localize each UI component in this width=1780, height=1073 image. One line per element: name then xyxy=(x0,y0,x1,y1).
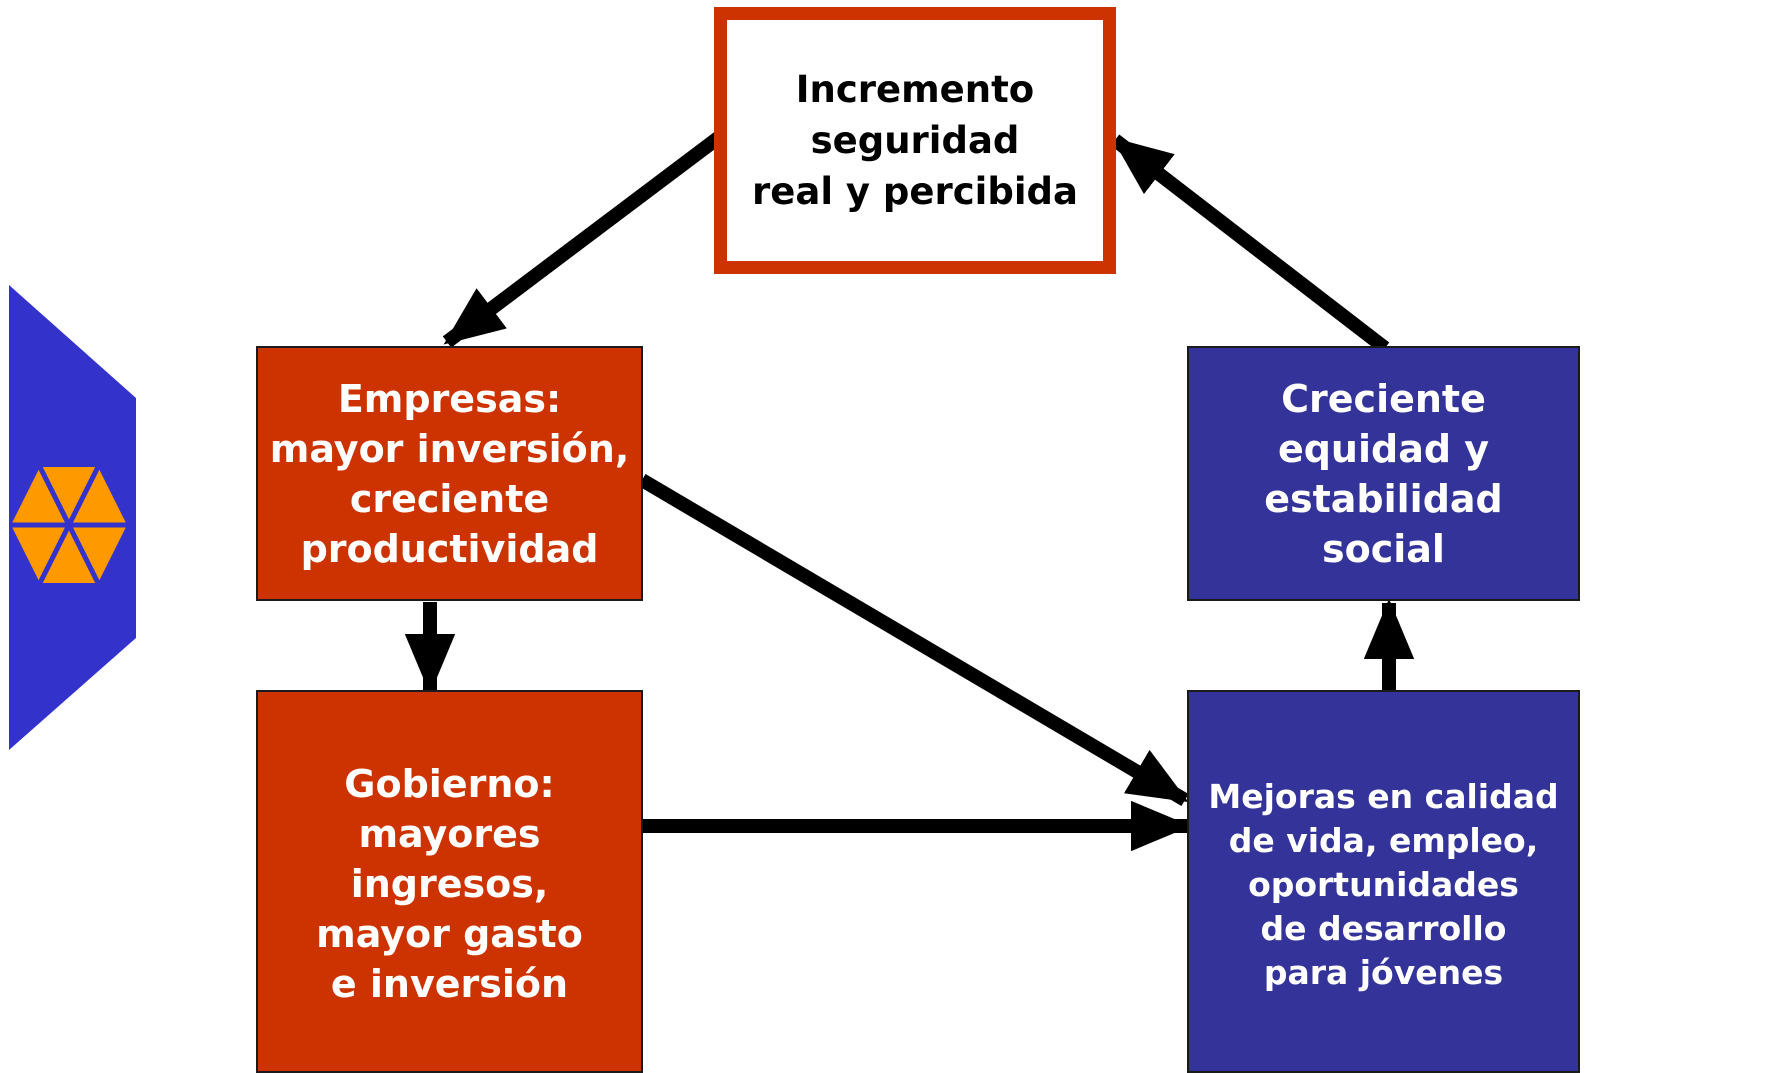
mejoras-box-label: Mejoras en calidad de vida, empleo, opor… xyxy=(1208,776,1559,992)
mejoras-box: Mejoras en calidad de vida, empleo, opor… xyxy=(1187,690,1580,1073)
arrow-equidad-to-top xyxy=(1110,134,1390,354)
equidad-box-label: Creciente equidad y estabilidad social xyxy=(1264,376,1503,571)
arrows xyxy=(404,129,1415,852)
arrow-top-to-empresas xyxy=(442,129,727,348)
top-box-label: Incremento seguridad real y percibida xyxy=(752,68,1078,213)
empresas-box: Empresas: mayor inversión, creciente pro… xyxy=(256,346,643,601)
arrow-empresas-to-mejoras xyxy=(638,473,1189,807)
logo xyxy=(9,285,136,750)
gobierno-box-label: Gobierno: mayores ingresos, mayor gasto … xyxy=(316,761,583,1006)
top-box-seguridad: Incremento seguridad real y percibida xyxy=(714,7,1116,274)
gobierno-box: Gobierno: mayores ingresos, mayor gasto … xyxy=(256,690,643,1073)
empresas-box-label: Empresas: mayor inversión, creciente pro… xyxy=(269,376,630,571)
hexagon-triangles-icon xyxy=(11,465,127,585)
equidad-box: Creciente equidad y estabilidad social xyxy=(1187,346,1580,601)
